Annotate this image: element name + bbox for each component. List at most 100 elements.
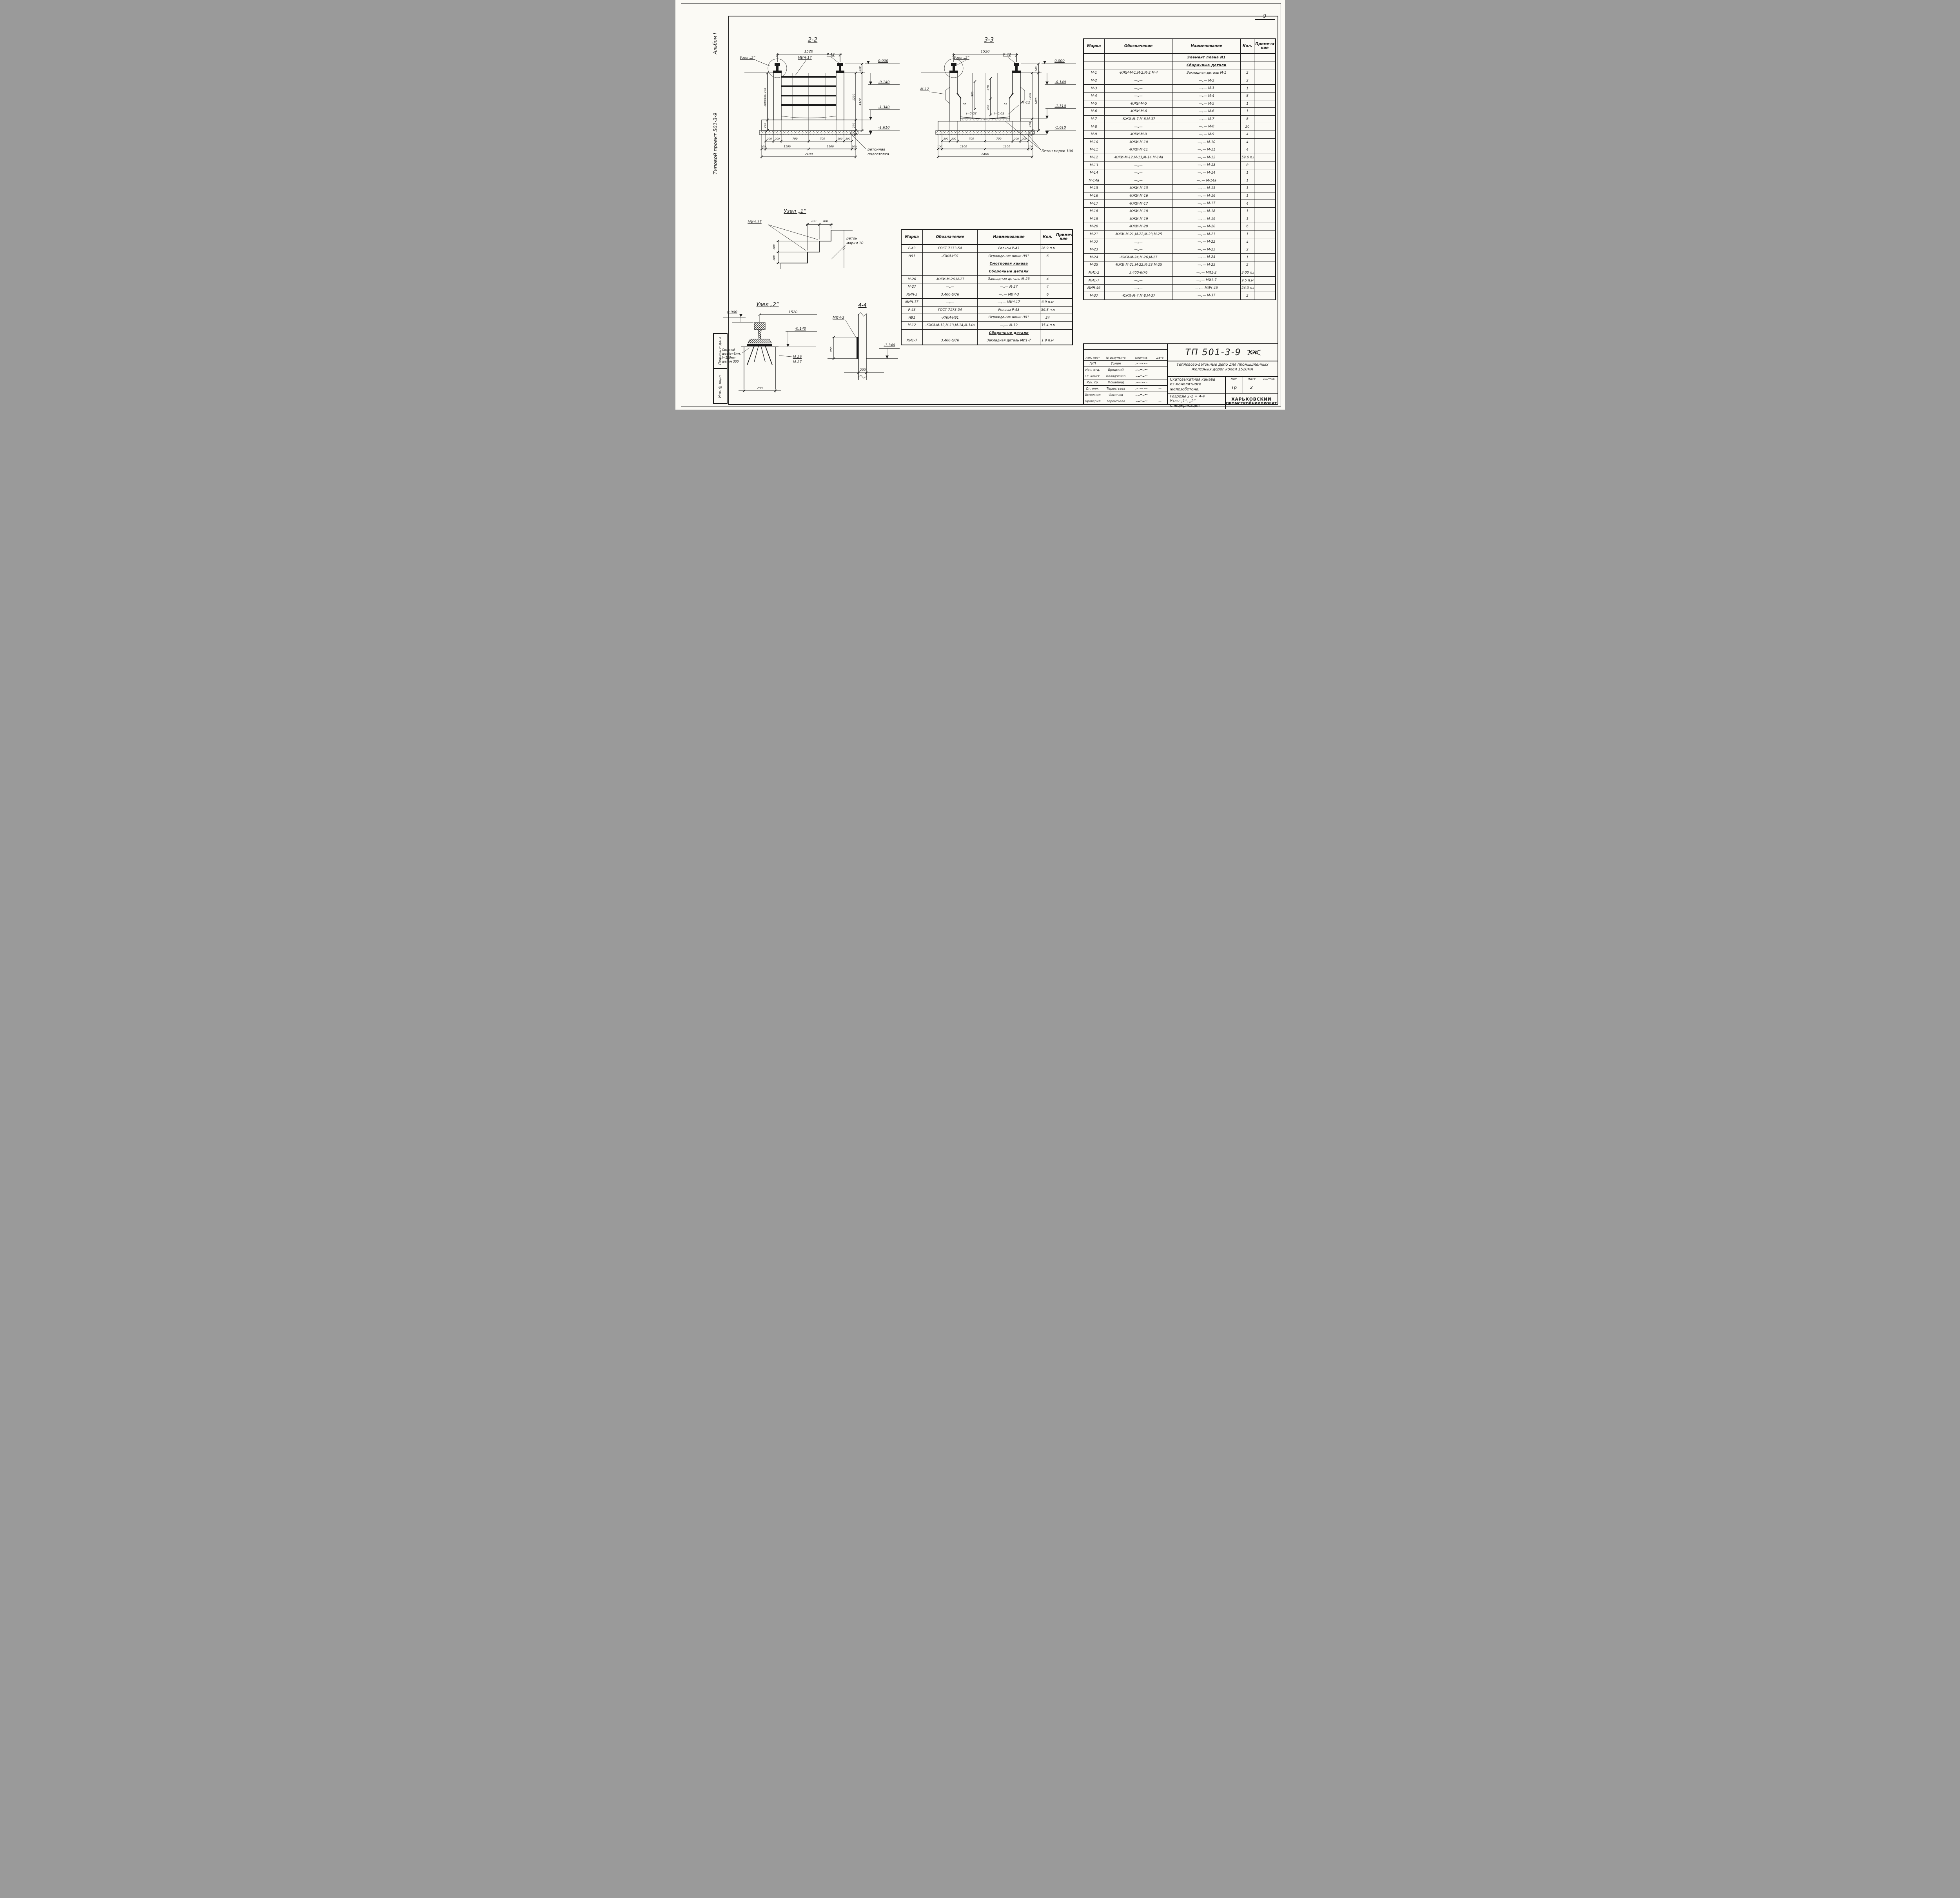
cell-marka: М-16 [1083, 192, 1105, 200]
cell-oboznachenie: —„— [1104, 284, 1173, 292]
cell-oboznachenie [1104, 53, 1173, 62]
cell-oboznachenie: —„— [922, 298, 978, 307]
drawing-label: М-12 [920, 87, 929, 91]
cell-kol: 3.00 п.м [1240, 269, 1255, 277]
drawing-label: 1100 [784, 145, 791, 148]
cell-primechanie [1254, 184, 1276, 192]
drawing-label: 700 [792, 137, 798, 140]
col-oboznachenie: Обозначение [1104, 38, 1173, 54]
col-marka: Марка [901, 229, 923, 245]
table-row: МИЧ-3 3.400-6/76 —„— МИЧ-3 6 [901, 290, 1073, 299]
table-row: М-21 -КЖИ-М-21,М-22,М-23,М-25 —„— М-21 1 [1083, 230, 1276, 239]
drawing-label: 400 [987, 105, 990, 110]
cell-naimenovanie: —„— М-10 [1172, 138, 1241, 147]
signer-date [1153, 392, 1167, 398]
cell-marka: М-1 [1083, 69, 1105, 77]
cell-primechanie [1055, 314, 1073, 322]
cell-naimenovanie: —„— М-18 [1172, 207, 1241, 216]
cell-marka: М-24 [1083, 253, 1105, 262]
cell-marka: М-3 [1083, 84, 1105, 93]
drawing-label: 200 [775, 137, 779, 140]
table-row: МИ1-7 3.400-6/76 Закладная деталь МИ1-7 … [901, 337, 1073, 345]
cell-naimenovanie: Элемент плана N1 [1172, 53, 1241, 62]
cell-naimenovanie: —„— М-9 [1172, 130, 1241, 139]
table-row: М-4 —„— —„— М-4 8 [1083, 92, 1276, 100]
drawing-label: -1.340 [878, 105, 889, 109]
drawing-label: 200 [860, 368, 866, 372]
cell-kol: 4 [1240, 130, 1255, 139]
drawing-label: Узел „2“ [740, 56, 755, 60]
project-name: Тепловозо-вагонные депо для промышленных… [1167, 361, 1278, 377]
cell-primechanie [1055, 329, 1073, 338]
signer-date [1153, 373, 1167, 379]
drawing-label: 0.000 [727, 310, 737, 314]
table-row: М-13 —„— —„— М-13 8 [1083, 161, 1276, 169]
drawing-label: М-12 [1021, 101, 1030, 105]
drawing-label: Р-43 [826, 53, 834, 57]
cell-oboznachenie: 3.400-6/76 [922, 290, 978, 299]
cell-oboznachenie: -КЖИ-М-20 [1104, 223, 1173, 231]
cell-naimenovanie: Сборочные детали [977, 329, 1040, 338]
cell-primechanie [1254, 100, 1276, 108]
cell-naimenovanie: —„— М-15 [1172, 184, 1241, 192]
cell-kol: 6 [1040, 290, 1055, 299]
cell-oboznachenie: -КЖИ-М-10 [1104, 138, 1173, 147]
drawing-label: -0.140 [1054, 80, 1066, 84]
cell-marka [1083, 61, 1105, 70]
table-row: М-3 —„— —„— М-3 1 [1083, 84, 1276, 93]
detail-circle [768, 58, 787, 78]
cell-marka: М-27 [901, 283, 923, 291]
table-row: М-23 —„— —„— М-23 2 [1083, 245, 1276, 254]
cell-oboznachenie: —„— [1104, 176, 1173, 185]
cell-marka: М-15 [1083, 184, 1105, 192]
cell-marka: М-20 [1083, 223, 1105, 231]
cell-oboznachenie: —„— [1104, 245, 1173, 254]
signer-date [1153, 367, 1167, 373]
cell-primechanie [1254, 207, 1276, 216]
cell-oboznachenie: -КЖИ-М-11 [1104, 146, 1173, 154]
drawing-label: 270 [852, 123, 855, 128]
signature-scribble [1135, 394, 1147, 396]
cell-kol: 35.4 п.м [1040, 321, 1055, 330]
cell-marka: М-9 [1083, 130, 1105, 139]
table-row: М-5 -КЖИ-М-5 —„— М-5 1 [1083, 100, 1276, 108]
col-kol: Кол. [1040, 229, 1055, 245]
table-row: М-20 -КЖИ-М-20 —„— М-20 6 [1083, 223, 1276, 231]
cell-oboznachenie: -КЖИ-М-12,М-13,М-14,М-14а [922, 321, 978, 330]
drawing-label: 140 [858, 66, 862, 72]
signer-name: Бродский [1102, 367, 1130, 373]
table-row: М-25 -КЖИ-М-21,М-22,М-23,М-25 —„— М-25 2 [1083, 261, 1276, 269]
cell-kol: 24.0 п.м [1240, 284, 1255, 292]
table-row: М-22 —„— —„— М-22 4 [1083, 238, 1276, 246]
signer-role: Нач. отд. [1084, 367, 1102, 373]
cell-kol: 56.8 п.м [1040, 306, 1055, 314]
drawing-label: МИЧ-17 [748, 220, 762, 224]
cell-marka: М-13 [1083, 161, 1105, 169]
drawing-label: Р-43 [1003, 53, 1011, 57]
cell-kol: 1 [1240, 215, 1255, 223]
cell-marka: М-37 [1083, 292, 1105, 300]
drawing-label: Бетонная [867, 148, 886, 152]
table-row: М-12 -КЖИ-М-12,М-13,М-14,М-14а —„— М-12 … [1083, 153, 1276, 162]
drawing-label: 200 [773, 255, 776, 261]
table-row: М-7 -КЖИ-М-7,М-8,М-37 —„— М-7 8 [1083, 115, 1276, 123]
signer-role: Исполнил [1084, 392, 1102, 398]
embedded-plate-mich3 [856, 337, 858, 359]
table-row: М-2 —„— —„— М-2 2 [1083, 76, 1276, 85]
table-row: М-14а —„— —„— М-14а 1 [1083, 176, 1276, 185]
drawing-label: i=0.02 [966, 112, 976, 115]
cell-marka: М-14 [1083, 169, 1105, 177]
cell-kol: 4 [1240, 238, 1255, 246]
table-row: М-10 -КЖИ-М-10 —„— М-10 4 [1083, 138, 1276, 147]
table-row: М-24 -КЖИ-М-24,М-26,М-27 —„— М-24 1 [1083, 253, 1276, 262]
cell-primechanie [1254, 269, 1276, 277]
cell-naimenovanie: —„— МИ1-2 [1172, 269, 1241, 277]
drawing-label: 1520 [980, 50, 989, 54]
table-row: Сборочные детали [901, 267, 1073, 276]
cell-naimenovanie: —„— М-12 [1172, 153, 1241, 162]
drawing-label: 200×6=1200 [764, 88, 767, 107]
table-row: Р-43 ГОСТ 7173-54 Рельсы Р-43 56.8 п.м [901, 306, 1073, 314]
drawing-label: 0.000 [1054, 59, 1065, 63]
